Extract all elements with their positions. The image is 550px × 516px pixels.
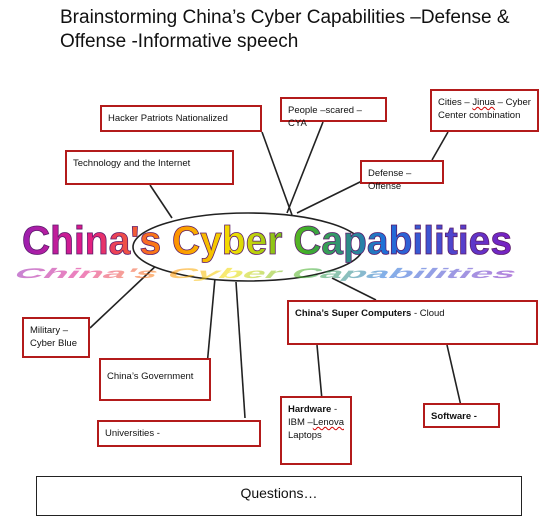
node-defense-offense: Defense – Offense [360, 160, 444, 192]
center-wordart-text: China's Cyber Capabilities [22, 219, 512, 263]
node-hardware-misspelled: Lenova [312, 417, 344, 428]
connector-hardware [316, 344, 323, 401]
node-cities-misspelled: Jinua [472, 97, 496, 108]
connector-defense [296, 180, 363, 214]
node-technology: Technology and the Internet [65, 150, 234, 185]
connector-universities [235, 281, 246, 419]
node-hardware: Hardware - IBM –Lenova Laptops [280, 396, 352, 465]
connector-cities [431, 131, 449, 161]
node-super-computers-label: China’s Super Computers [295, 308, 412, 319]
node-universities-label: Universities - [105, 428, 160, 439]
connector-military [89, 261, 161, 329]
connector-people [286, 121, 324, 214]
connector-government [206, 277, 216, 367]
connector-hacker [261, 131, 293, 216]
node-software-label: Software - [431, 411, 477, 422]
node-hacker-patriots-label: Hacker Patriots Nationalized [108, 113, 228, 124]
connector-supercomputers [331, 277, 377, 301]
node-super-computers: China’s Super Computers - Cloud [287, 300, 538, 345]
page-title: Brainstorming China’s Cyber Capabilities… [60, 7, 510, 52]
node-defense-offense-label: Defense – Offense [368, 168, 412, 192]
questions-label: Questions… [240, 485, 318, 501]
questions-box: Questions… [36, 476, 522, 516]
node-people: People –scared –CYA [280, 97, 387, 129]
center-wordart: China's Cyber Capabilities China's Cyber… [9, 219, 522, 282]
center-wordart-shadow: China's Cyber Capabilities [9, 265, 522, 281]
node-government-label: China’s Government [107, 371, 194, 382]
node-people-label: People –scared –CYA [288, 105, 362, 129]
connector-technology [149, 184, 173, 219]
node-hardware-label: Hardware [288, 404, 332, 415]
node-military: Military – Cyber Blue [22, 317, 90, 358]
node-cities: Cities – Jinua – Cyber Center combinatio… [430, 89, 539, 132]
node-government: China’s Government [99, 358, 211, 401]
center-ellipse [132, 212, 364, 282]
node-military-label: Military – Cyber Blue [30, 325, 77, 349]
node-hacker-patriots: Hacker Patriots Nationalized [100, 105, 262, 132]
node-technology-label: Technology and the Internet [73, 158, 191, 169]
node-universities: Universities - [97, 420, 261, 447]
connector-software [446, 344, 462, 407]
node-software: Software - [423, 403, 500, 428]
